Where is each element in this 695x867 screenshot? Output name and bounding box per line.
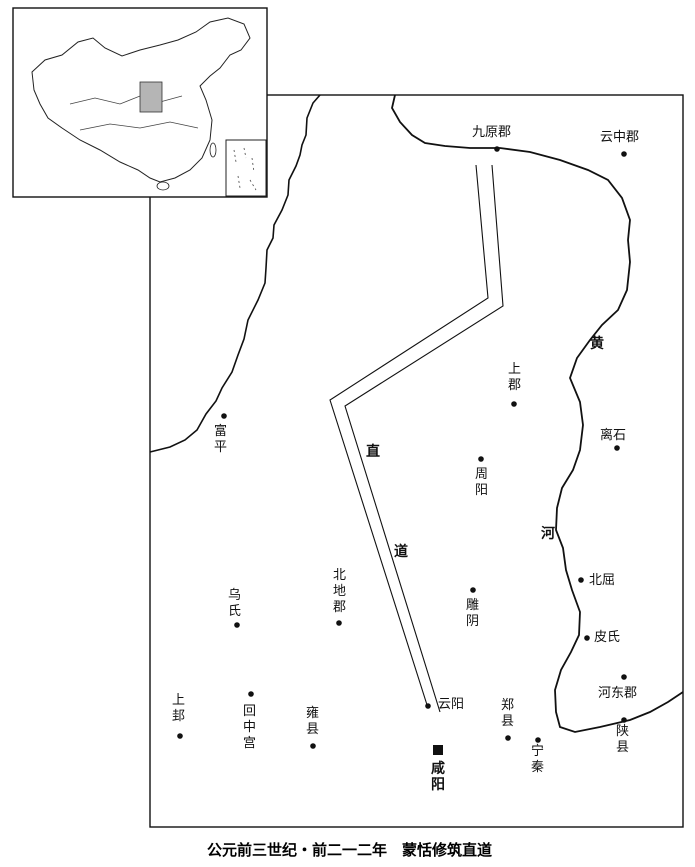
inset-inner-river-b [79, 121, 199, 131]
place-label-ningqin: 宁秦 [531, 743, 544, 775]
yellow-river [391, 94, 684, 733]
river-label-char-2: 河 [541, 525, 555, 542]
place-dot-huizhong [248, 691, 254, 697]
place-label-yunzhong: 云中郡 [600, 130, 639, 145]
inset-inner-river-a [69, 95, 183, 105]
place-dot-fuping [221, 413, 227, 419]
south-sea-islands [233, 147, 257, 191]
place-dot-shanggui [177, 733, 183, 739]
china-outline [31, 17, 251, 183]
place-label-yongxian: 雍县 [306, 705, 319, 737]
place-label-beiqu: 北屈 [589, 573, 615, 588]
place-label-diaoyin: 雕阴 [466, 598, 479, 629]
inset-map [12, 7, 268, 198]
place-label-shanxian: 陕县 [616, 724, 629, 755]
south-sea-box [225, 139, 267, 197]
place-dot-beidi [336, 620, 342, 626]
place-label-wushi: 乌氏 [228, 587, 241, 619]
place-dot-wushi [234, 622, 240, 628]
capital-label: 咸阳 [431, 760, 445, 793]
place-label-hedong: 河东郡 [598, 686, 637, 701]
place-label-jiuyuan: 九原郡 [472, 125, 511, 140]
place-label-zhouyang: 周阳 [475, 467, 488, 498]
main-map-frame [149, 94, 684, 828]
place-dot-yongxian [310, 743, 316, 749]
place-dot-shangjun [511, 401, 517, 407]
road-label-char-2: 道 [394, 543, 408, 560]
place-label-pishi: 皮氏 [594, 630, 620, 645]
place-dot-shanxian [621, 717, 627, 723]
river-label-char-1: 黄 [590, 335, 604, 352]
place-dot-zhouyang [478, 456, 484, 462]
place-markers: 九原郡 云中郡上郡富平 离石周阳北屈乌氏 北地郡雕阴皮氏河东郡 上邽 回中宫 雍县 云阳 郑县宁… [172, 125, 639, 775]
place-label-huizhong: 回中宫 [243, 704, 256, 751]
place-dot-lishi [614, 445, 620, 451]
place-dot-jiuyuan [494, 146, 500, 152]
taiwan-island [209, 142, 217, 158]
place-dot-zhengxian [505, 735, 511, 741]
hainan-island [156, 181, 170, 191]
western-boundary [149, 94, 321, 453]
capital-marker [433, 745, 443, 755]
place-dot-ningqin [535, 737, 541, 743]
place-label-shanggui: 上邽 [172, 693, 185, 724]
place-dot-pishi [584, 635, 590, 641]
place-label-lishi: 离石 [600, 427, 626, 443]
zhidao-road-line-b [344, 164, 504, 713]
road-label-char-1: 直 [366, 443, 380, 460]
place-dot-beiqu [578, 577, 584, 583]
place-dot-yunyang [425, 703, 431, 709]
place-dot-diaoyin [470, 587, 476, 593]
zhidao-road-line-a [329, 164, 489, 709]
place-label-beidi: 北地郡 [333, 568, 346, 615]
place-label-fuping: 富平 [214, 423, 227, 455]
place-dot-yunzhong [621, 151, 627, 157]
highlight-region [139, 81, 163, 113]
place-label-yunyang: 云阳 [438, 697, 464, 712]
place-label-zhengxian: 郑县 [501, 698, 514, 729]
caption: 公元前三世纪・前二一二年 蒙恬修筑直道 [207, 841, 492, 859]
place-label-shangjun: 上郡 [508, 362, 521, 393]
place-dot-hedong [621, 674, 627, 680]
